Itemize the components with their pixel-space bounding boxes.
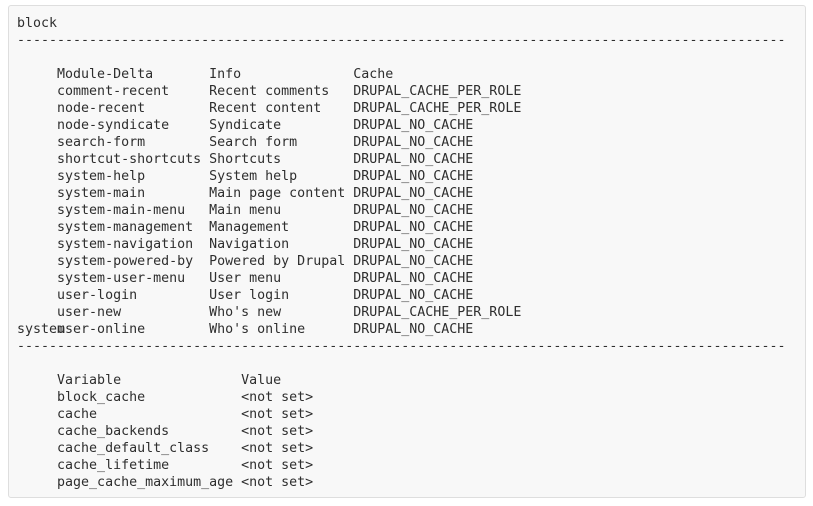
table-row: shortcut-shortcuts Shortcuts DRUPAL_NO_CAC… bbox=[17, 134, 797, 167]
table-row: user-new Who's new DRUPAL_CACHE_PER_ROLE bbox=[17, 287, 797, 320]
cell-module-delta: user-online bbox=[57, 322, 146, 337]
table-row: cache_lifetime <not set> bbox=[17, 440, 797, 473]
cell-cache: DRUPAL_CACHE_PER_ROLE bbox=[353, 84, 522, 99]
cell-module-delta: user-login bbox=[57, 288, 138, 303]
cell-module-delta: system-navigation bbox=[57, 237, 194, 252]
cell-value: <not set> bbox=[241, 390, 314, 405]
block-table-header-row: Module-Delta Info Cache bbox=[17, 49, 797, 82]
cell-cache: DRUPAL_NO_CACHE bbox=[353, 322, 474, 337]
cell-cache: DRUPAL_NO_CACHE bbox=[353, 186, 474, 201]
cell-module-delta: system-powered-by bbox=[57, 254, 194, 269]
cell-module-delta: comment-recent bbox=[57, 84, 170, 99]
cell-info: Syndicate bbox=[209, 118, 282, 133]
cell-module-delta: search-form bbox=[57, 135, 146, 150]
table-row: system-help System help DRUPAL_NO_CACHE bbox=[17, 151, 797, 184]
cell-variable: cache_lifetime bbox=[57, 458, 170, 473]
cell-info: Who's online bbox=[209, 322, 306, 337]
cell-info: Powered by Drupal bbox=[209, 254, 346, 269]
column-header-value: Value bbox=[241, 373, 282, 388]
cell-cache: DRUPAL_CACHE_PER_ROLE bbox=[353, 101, 522, 116]
cell-cache: DRUPAL_NO_CACHE bbox=[353, 288, 474, 303]
cell-cache: DRUPAL_NO_CACHE bbox=[353, 271, 474, 286]
cell-module-delta: system-main-menu bbox=[57, 203, 186, 218]
cell-cache: DRUPAL_NO_CACHE bbox=[353, 135, 474, 150]
cell-value: <not set> bbox=[241, 458, 314, 473]
table-row: cache <not set> bbox=[17, 389, 797, 422]
system-table-header-row: Variable Value bbox=[17, 355, 797, 388]
cell-value: <not set> bbox=[241, 475, 314, 490]
cell-variable: page_cache_maximum_age bbox=[57, 475, 234, 490]
dashed-divider: ----------------------------------------… bbox=[17, 33, 786, 48]
cell-cache: DRUPAL_NO_CACHE bbox=[353, 237, 474, 252]
cell-info: System help bbox=[209, 169, 298, 184]
cell-cache: DRUPAL_NO_CACHE bbox=[353, 254, 474, 269]
cell-info: Recent content bbox=[209, 101, 322, 116]
table-row: page_cache_maximum_age <not set> bbox=[17, 457, 797, 490]
cell-info: User login bbox=[209, 288, 290, 303]
cell-module-delta: system-main bbox=[57, 186, 146, 201]
cell-module-delta: shortcut-shortcuts bbox=[57, 152, 202, 167]
cell-cache: DRUPAL_NO_CACHE bbox=[353, 169, 474, 184]
cell-variable: block_cache bbox=[57, 390, 146, 405]
cell-info: Management bbox=[209, 220, 290, 235]
cell-info: Recent comments bbox=[209, 84, 330, 99]
cell-module-delta: node-recent bbox=[57, 101, 146, 116]
cell-value: <not set> bbox=[241, 424, 314, 439]
table-row: system-powered-by Powered by Drupal DRUPAL… bbox=[17, 236, 797, 269]
table-row: system-user-menu User menu DRUPAL_NO_CACHE bbox=[17, 253, 797, 286]
cell-info: Navigation bbox=[209, 237, 290, 252]
cell-module-delta: user-new bbox=[57, 305, 122, 320]
cell-info: Main page content bbox=[209, 186, 346, 201]
section-title-system: system bbox=[17, 322, 66, 337]
table-row: search-form Search form DRUPAL_NO_CACHE bbox=[17, 117, 797, 150]
column-header-info: Info bbox=[209, 67, 242, 82]
cell-module-delta: system-help bbox=[57, 169, 146, 184]
cell-value: <not set> bbox=[241, 407, 314, 422]
section-title-block: block bbox=[17, 16, 58, 31]
cell-info: Who's new bbox=[209, 305, 282, 320]
table-row: user-login User login DRUPAL_NO_CACHE bbox=[17, 270, 797, 303]
cell-value: <not set> bbox=[241, 441, 314, 456]
cell-variable: cache bbox=[57, 407, 98, 422]
column-header-module-delta: Module-Delta bbox=[57, 67, 154, 82]
table-row: comment-recent Recent comments DRUPAL_CACH… bbox=[17, 66, 797, 99]
cell-info: Main menu bbox=[209, 203, 282, 218]
cell-cache: DRUPAL_NO_CACHE bbox=[353, 203, 474, 218]
cell-cache: DRUPAL_NO_CACHE bbox=[353, 220, 474, 235]
cell-module-delta: system-user-menu bbox=[57, 271, 186, 286]
cell-module-delta: system-management bbox=[57, 220, 194, 235]
table-row: system-main-menu Main menu DRUPAL_NO_CACHE bbox=[17, 185, 797, 218]
table-row: user-online Who's online DRUPAL_NO_CACHE bbox=[17, 304, 797, 337]
cell-cache: DRUPAL_NO_CACHE bbox=[353, 152, 474, 167]
table-row: cache_backends <not set> bbox=[17, 406, 797, 439]
dashed-divider: ----------------------------------------… bbox=[17, 339, 786, 354]
cell-info: Search form bbox=[209, 135, 298, 150]
table-row: system-navigation Navigation DRUPAL_NO_CAC… bbox=[17, 219, 797, 252]
table-row: cache_default_class <not set> bbox=[17, 423, 797, 456]
table-row: block_cache <not set> bbox=[17, 372, 797, 405]
table-row: system-management Management DRUPAL_NO_CAC… bbox=[17, 202, 797, 235]
column-header-variable: Variable bbox=[57, 373, 122, 388]
cell-module-delta: node-syndicate bbox=[57, 118, 170, 133]
table-row: system-main Main page content DRUPAL_NO_CA… bbox=[17, 168, 797, 201]
cell-cache: DRUPAL_NO_CACHE bbox=[353, 118, 474, 133]
table-row: node-recent Recent content DRUPAL_CACHE_PE… bbox=[17, 83, 797, 116]
cell-info: User menu bbox=[209, 271, 282, 286]
table-row: node-syndicate Syndicate DRUPAL_NO_CACHE bbox=[17, 100, 797, 133]
cell-info: Shortcuts bbox=[209, 152, 282, 167]
console-output-box: block ----------------------------------… bbox=[8, 5, 806, 498]
cell-variable: cache_backends bbox=[57, 424, 170, 439]
cell-variable: cache_default_class bbox=[57, 441, 210, 456]
cell-cache: DRUPAL_CACHE_PER_ROLE bbox=[353, 305, 522, 320]
column-header-cache: Cache bbox=[353, 67, 394, 82]
